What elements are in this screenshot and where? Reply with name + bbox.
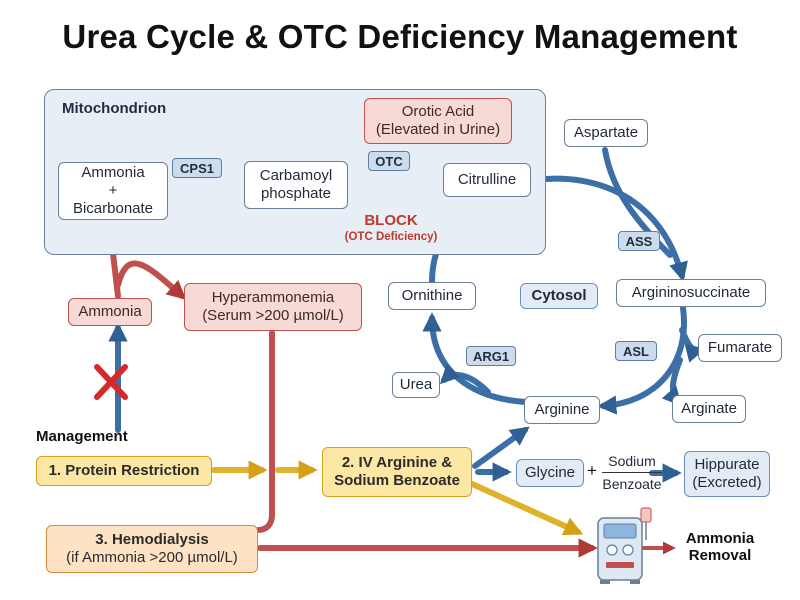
node-text: Sodium Benzoate	[334, 472, 460, 489]
block-label: BLOCK	[364, 212, 418, 229]
node-text: +	[108, 182, 118, 200]
enzyme-cps1: CPS1	[172, 158, 222, 178]
node-text: Orotic Acid	[401, 103, 475, 121]
node-text: (Elevated in Urine)	[375, 121, 501, 138]
node-text: Carbamoyl	[259, 167, 333, 185]
node-text: 3. Hemodialysis	[95, 531, 209, 549]
arrow-citrulline-to-argininosuccinate	[532, 175, 688, 282]
arrow-iv-to-removal	[467, 480, 584, 536]
node-text: 2. IV Arginine &	[341, 454, 453, 472]
enzyme-arg1: ARG1	[466, 346, 516, 366]
page-title: Urea Cycle & OTC Deficiency Management	[62, 18, 738, 55]
iv-arginine-benzoate-step: 2. IV Arginine & Sodium Benzoate	[322, 447, 472, 497]
enzyme-ass: ASS	[618, 231, 660, 251]
glycine-node: Glycine	[516, 459, 584, 487]
enzyme-asl: ASL	[615, 341, 657, 361]
ornithine-node: Ornithine	[388, 282, 476, 310]
hippurate-node: Hippurate (Excreted)	[684, 451, 770, 497]
node-text: (Excreted)	[692, 474, 762, 491]
block-sublabel: (OTC Deficiency)	[344, 231, 438, 243]
node-text: Removal	[688, 547, 752, 565]
x-mark-icon	[94, 364, 128, 400]
cytosol-label: Cytosol	[520, 283, 598, 309]
node-text: Ammonia	[81, 164, 145, 182]
aspartate-node: Aspartate	[564, 119, 648, 147]
arrow-iv-to-arginine	[472, 426, 530, 469]
fumarate-node: Fumarate	[698, 334, 782, 362]
arginine-node: Arginine	[524, 396, 600, 424]
orotic-acid-node: Orotic Acid (Elevated in Urine)	[364, 98, 512, 144]
argininosuccinate-node: Argininosuccinate	[616, 279, 766, 307]
plus-sign: +	[587, 461, 597, 480]
citrulline-node: Citrulline	[443, 163, 531, 197]
divider	[602, 472, 662, 473]
carbamoyl-phosphate-node: Carbamoyl phosphate	[244, 161, 348, 209]
benzoate-label: Benzoate	[602, 476, 662, 492]
node-text: Ammonia	[685, 530, 755, 547]
hemodialysis-step: 3. Hemodialysis (if Ammonia >200 µmol/L)	[46, 525, 258, 573]
urea-node: Urea	[392, 372, 440, 398]
arrow-to-urea	[439, 363, 491, 395]
dialysis-machine-icon	[597, 507, 652, 584]
arrow-argininosuccinate-to-arginine	[597, 305, 687, 415]
line-hyperammonemia-to-hemodialysis	[255, 330, 275, 533]
node-text: phosphate	[260, 185, 332, 202]
ammonia-node: Ammonia	[68, 298, 152, 326]
mitochondrion-label: Mitochondrion	[62, 100, 167, 117]
node-text: (Serum >200 µmol/L)	[202, 307, 344, 324]
node-text: Hyperammonemia	[211, 289, 335, 307]
yellow-arrows	[211, 460, 584, 536]
ammonia-removal-label: Ammonia Removal	[676, 530, 764, 565]
node-text: (if Ammonia >200 µmol/L)	[66, 549, 238, 566]
arginate-node: Arginate	[672, 395, 746, 423]
enzyme-otc: OTC	[368, 151, 410, 171]
node-text: Hippurate	[694, 456, 760, 474]
management-label: Management	[36, 428, 128, 445]
ammonia-bicarbonate-node: Ammonia + Bicarbonate	[58, 162, 168, 220]
node-text: Bicarbonate	[72, 199, 154, 217]
hyperammonemia-node: Hyperammonemia (Serum >200 µmol/L)	[184, 283, 362, 331]
sodium-label: Sodium	[608, 453, 656, 469]
protein-restriction-step: 1. Protein Restriction	[36, 456, 212, 486]
arrow-to-hyperammonemia	[115, 260, 187, 300]
